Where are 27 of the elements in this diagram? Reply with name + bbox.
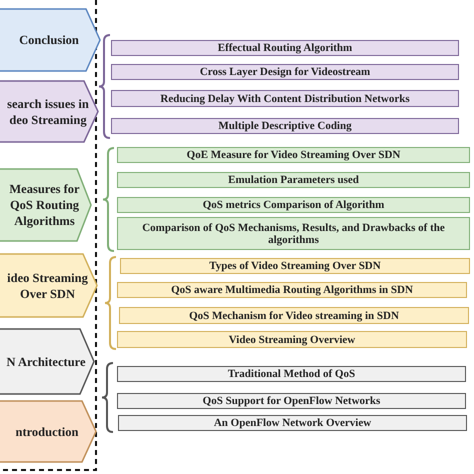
section-tab [0,80,99,143]
topic-box: QoE Measure for Video Streaming Over SDN [117,147,470,163]
section-label: ideo Streaming Over SDN [6,270,89,302]
topic-box: Cross Layer Design for Videostream [111,64,459,80]
section-tab [0,168,92,242]
topic-box: QoS metrics Comparison of Algorithm [117,197,470,213]
section-tab [0,400,97,463]
section-tab [0,253,98,318]
topic-box: An OpenFlow Network Overview [118,415,467,431]
topic-box: Types of Video Streaming Over SDN [120,258,470,274]
section-tab [0,328,95,395]
section-label: Conclusion [19,32,79,48]
section-label: search issues in deo Streaming [6,96,90,128]
topic-box: Reducing Delay With Content Distribution Networks [111,90,459,107]
topic-box: Multiple Descriptive Coding [111,118,459,134]
topic-box: Traditional Method of QoS [117,366,466,382]
section-label: Measures for QoS Routing Algorithms [8,181,81,229]
section-tab [0,8,101,72]
topic-box: Video Streaming Overview [117,331,467,348]
topic-box: QoS Mechanism for Video streaming in SDN [119,307,469,324]
topic-box: QoS aware Multimedia Routing Algorithms in SDN [117,282,467,298]
topic-box: Emulation Parameters used [117,172,470,188]
topic-box: QoS Support for OpenFlow Networks [117,393,466,409]
section-label: ntroduction [16,424,78,440]
section-label: N Architecture [6,354,86,370]
topic-box: Effectual Routing Algorithm [111,40,459,56]
topic-box: Comparison of QoS Mechanisms, Results, and Drawbacks of the algorithms [117,217,470,250]
